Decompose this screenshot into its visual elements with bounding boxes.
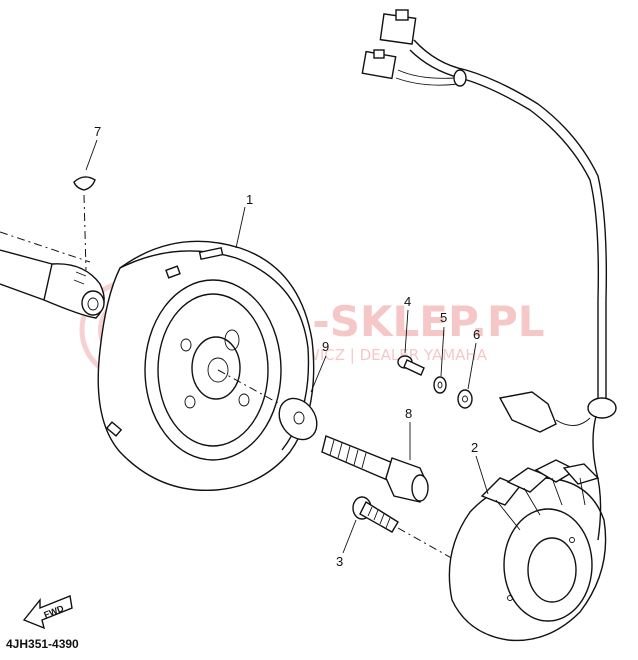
- wiring-harness: [361, 9, 617, 541]
- part-label-4: 4: [404, 294, 411, 309]
- crankshaft-end: [0, 231, 105, 319]
- part-label-5: 5: [440, 310, 447, 325]
- part-label-1: 1: [246, 192, 253, 207]
- flywheel-rotor: [97, 206, 315, 492]
- plain-washer: [457, 342, 477, 409]
- small-screw: [397, 309, 425, 376]
- part-label-7: 7: [94, 124, 101, 139]
- flywheel-bolt: [321, 422, 429, 503]
- part-label-2: 2: [471, 440, 478, 455]
- watermark-sub-text: ECHOWICZ | DEALER YAMAHA: [262, 346, 488, 364]
- woodruff-key: [73, 139, 98, 271]
- washer: [278, 355, 327, 441]
- fwd-arrow: FWD: [22, 595, 73, 630]
- part-label-8: 8: [405, 406, 412, 421]
- part-label-3: 3: [336, 554, 343, 569]
- lock-washer: [433, 326, 447, 394]
- part-label-6: 6: [473, 327, 480, 342]
- part-label-9: 9: [322, 339, 329, 354]
- stator-coil: [448, 455, 607, 642]
- diagram-code: 4JH351-4390: [6, 637, 79, 651]
